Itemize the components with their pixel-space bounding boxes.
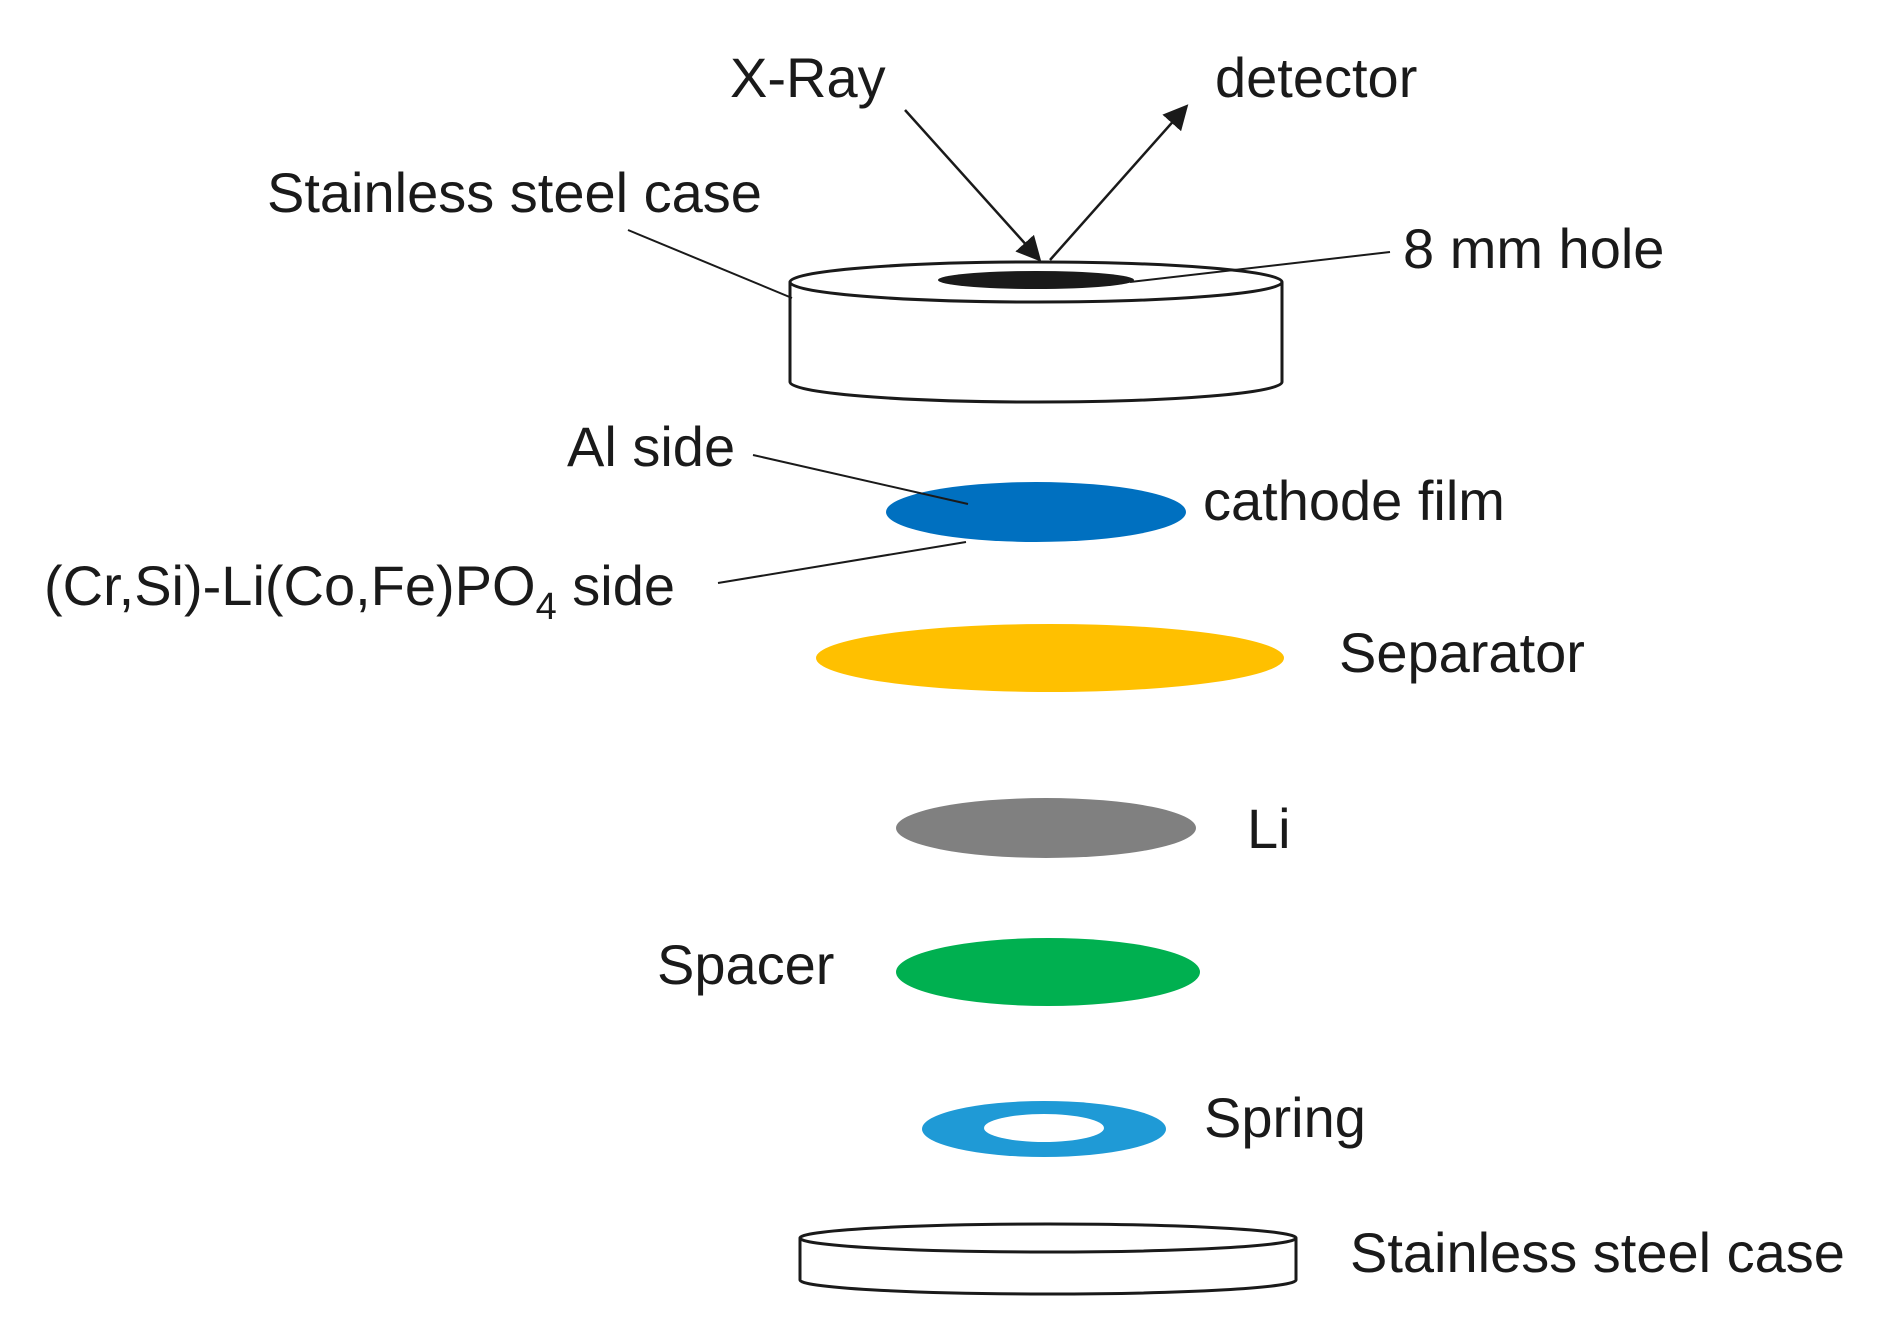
li-label: Li xyxy=(1247,797,1291,860)
cathode-film-label: cathode film xyxy=(1203,469,1505,532)
spring-label: Spring xyxy=(1204,1086,1366,1149)
al-side-leader xyxy=(752,454,969,505)
separator-label: Separator xyxy=(1339,621,1585,684)
top-stainless-steel-case xyxy=(788,260,1284,404)
spring-washer xyxy=(922,1101,1166,1157)
bottom-stainless-steel-case xyxy=(798,1222,1298,1296)
detector-label: detector xyxy=(1215,46,1417,109)
8mm-hole xyxy=(938,271,1134,289)
hole-leader xyxy=(1129,251,1391,283)
active-side-label: (Cr,Si)-Li(Co,Fe)PO4 side xyxy=(44,554,675,628)
active-side-leader xyxy=(717,541,967,584)
detector-beam-arrow xyxy=(1049,104,1189,261)
li-disc xyxy=(896,798,1196,858)
spacer-label: Spacer xyxy=(657,933,834,996)
bottom-case-label: Stainless steel case xyxy=(1350,1221,1845,1284)
hole-label: 8 mm hole xyxy=(1403,217,1664,280)
al-side-label: Al side xyxy=(567,415,735,478)
top-case-label: Stainless steel case xyxy=(267,161,762,224)
xray-beam-arrow xyxy=(904,109,1042,262)
top-case-leader xyxy=(627,229,793,299)
xray-label: X-Ray xyxy=(730,46,886,109)
separator-disc xyxy=(816,624,1284,692)
cathode-film xyxy=(886,482,1186,542)
spacer-disc xyxy=(896,938,1200,1006)
